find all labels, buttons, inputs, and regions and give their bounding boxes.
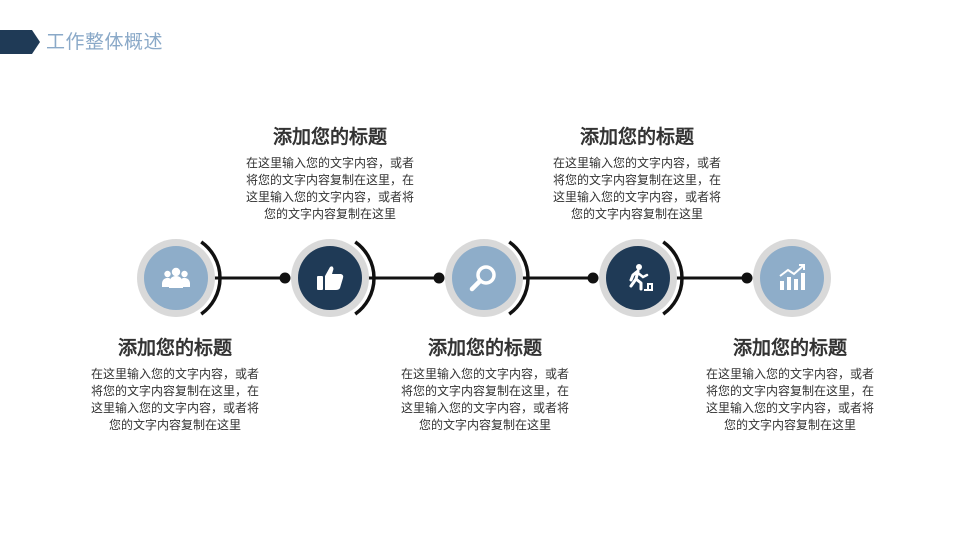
desc-line: 您的文字内容复制在这里 bbox=[418, 418, 551, 432]
desc-line: 这里输入您的文字内容，或者将 bbox=[552, 190, 721, 204]
step-5-description: 在这里输入您的文字内容，或者 将您的文字内容复制在这里，在 这里输入您的文字内容… bbox=[690, 366, 890, 434]
connector-dot bbox=[433, 272, 445, 284]
step-1-title: 添加您的标题 bbox=[117, 337, 232, 359]
step-3-side-arc bbox=[508, 240, 530, 316]
step-4-circle bbox=[606, 246, 670, 310]
connector-dot bbox=[587, 272, 599, 284]
desc-line: 将您的文字内容复制在这里，在 bbox=[245, 173, 414, 187]
step-2-side-arc bbox=[354, 240, 376, 316]
step-3-circle bbox=[452, 246, 516, 310]
step-2-title: 添加您的标题 bbox=[272, 126, 387, 148]
desc-line: 您的文字内容复制在这里 bbox=[108, 418, 241, 432]
desc-line: 您的文字内容复制在这里 bbox=[263, 207, 396, 221]
step-3-title: 添加您的标题 bbox=[427, 337, 542, 359]
step-4-side-arc bbox=[662, 240, 684, 316]
desc-line: 在这里输入您的文字内容，或者 bbox=[400, 367, 569, 381]
growth-chart-icon bbox=[779, 264, 805, 290]
connector-dot bbox=[741, 272, 753, 284]
step-5-circle bbox=[760, 246, 824, 310]
desc-line: 这里输入您的文字内容，或者将 bbox=[90, 401, 259, 415]
thumbs-up-icon bbox=[317, 266, 344, 290]
step-4-title: 添加您的标题 bbox=[579, 126, 694, 148]
step-1-description: 在这里输入您的文字内容，或者 将您的文字内容复制在这里，在 这里输入您的文字内容… bbox=[75, 366, 275, 434]
desc-line: 您的文字内容复制在这里 bbox=[723, 418, 856, 432]
desc-line: 将您的文字内容复制在这里，在 bbox=[552, 173, 721, 187]
desc-line: 这里输入您的文字内容，或者将 bbox=[245, 190, 414, 204]
connector-dot bbox=[279, 272, 291, 284]
desc-line: 将您的文字内容复制在这里，在 bbox=[705, 384, 874, 398]
desc-line: 在这里输入您的文字内容，或者 bbox=[245, 156, 414, 170]
step-2-description: 在这里输入您的文字内容，或者 将您的文字内容复制在这里，在 这里输入您的文字内容… bbox=[230, 155, 430, 223]
desc-line: 这里输入您的文字内容，或者将 bbox=[400, 401, 569, 415]
desc-line: 在这里输入您的文字内容，或者 bbox=[90, 367, 259, 381]
desc-line: 将您的文字内容复制在这里，在 bbox=[90, 384, 259, 398]
step-3-description: 在这里输入您的文字内容，或者 将您的文字内容复制在这里，在 这里输入您的文字内容… bbox=[385, 366, 585, 434]
step-5-title: 添加您的标题 bbox=[732, 337, 847, 359]
search-icon bbox=[469, 265, 496, 292]
header-arrow-tag bbox=[0, 30, 40, 54]
desc-line: 将您的文字内容复制在这里，在 bbox=[400, 384, 569, 398]
timeline-connectors bbox=[213, 272, 753, 284]
step-1-side-arc bbox=[200, 240, 222, 316]
timeline-nodes bbox=[137, 239, 831, 317]
desc-line: 这里输入您的文字内容，或者将 bbox=[705, 401, 874, 415]
running-person-icon bbox=[629, 264, 653, 291]
step-4-description: 在这里输入您的文字内容，或者 将您的文字内容复制在这里，在 这里输入您的文字内容… bbox=[537, 155, 737, 223]
team-icon bbox=[162, 267, 190, 288]
page-title: 工作整体概述 bbox=[46, 31, 164, 53]
desc-line: 在这里输入您的文字内容，或者 bbox=[552, 156, 721, 170]
desc-line: 您的文字内容复制在这里 bbox=[570, 207, 703, 221]
desc-line: 在这里输入您的文字内容，或者 bbox=[705, 367, 874, 381]
